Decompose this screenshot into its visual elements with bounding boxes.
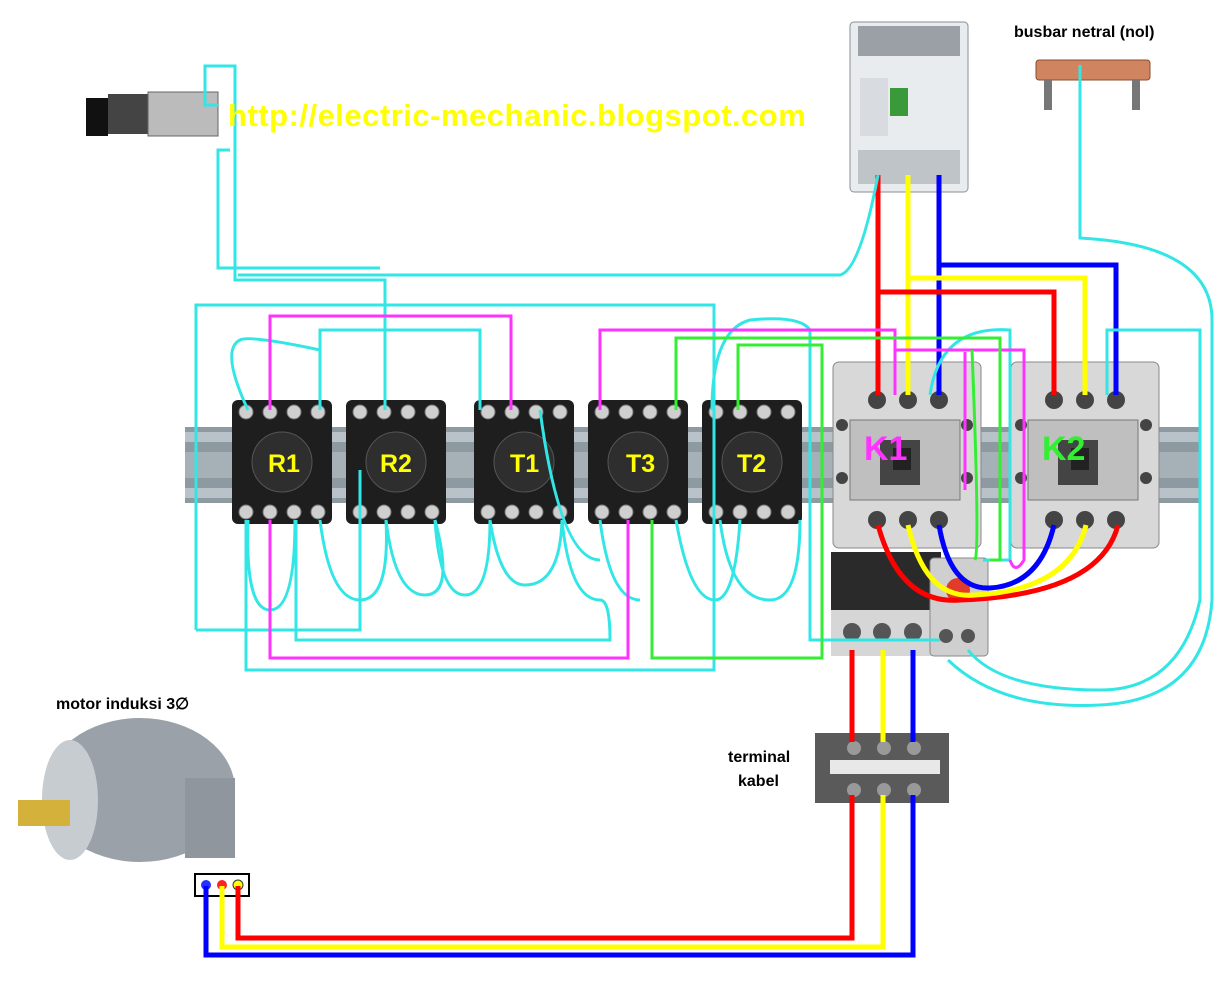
terminal-label-line1: terminal [728, 749, 791, 766]
relay-label-t1: T1 [510, 450, 540, 478]
terminal-block [815, 733, 949, 803]
relay-label-t2: T2 [737, 450, 767, 478]
contactor-k2 [1010, 361, 1160, 549]
contactor-k1 [832, 361, 982, 549]
busbar-label: busbar netral (nol) [1014, 24, 1155, 41]
contactor-label-k2: K2 [1042, 430, 1086, 468]
power-wiring [203, 175, 1121, 958]
relay-socket-t2 [702, 400, 802, 524]
relay-label-r2: R2 [380, 450, 412, 478]
induction-motor [18, 718, 250, 897]
neutral-busbar [1035, 59, 1151, 110]
circuit-breaker [849, 21, 969, 193]
selector-switch [86, 91, 219, 137]
relay-socket-r1 [232, 400, 332, 524]
relay-socket-t1 [474, 400, 574, 524]
relay-socket-t3 [588, 400, 688, 524]
terminal-label-line2: kabel [738, 773, 779, 790]
relay-socket-r2 [346, 400, 446, 524]
relay-label-r1: R1 [268, 450, 300, 478]
motor-label: motor induksi 3∅ [56, 696, 190, 713]
contactor-label-k1: K1 [864, 430, 908, 468]
watermark-url: http://electric-mechanic.blogspot.com [228, 98, 807, 133]
control-wiring [194, 64, 1214, 707]
relay-label-t3: T3 [626, 450, 656, 478]
